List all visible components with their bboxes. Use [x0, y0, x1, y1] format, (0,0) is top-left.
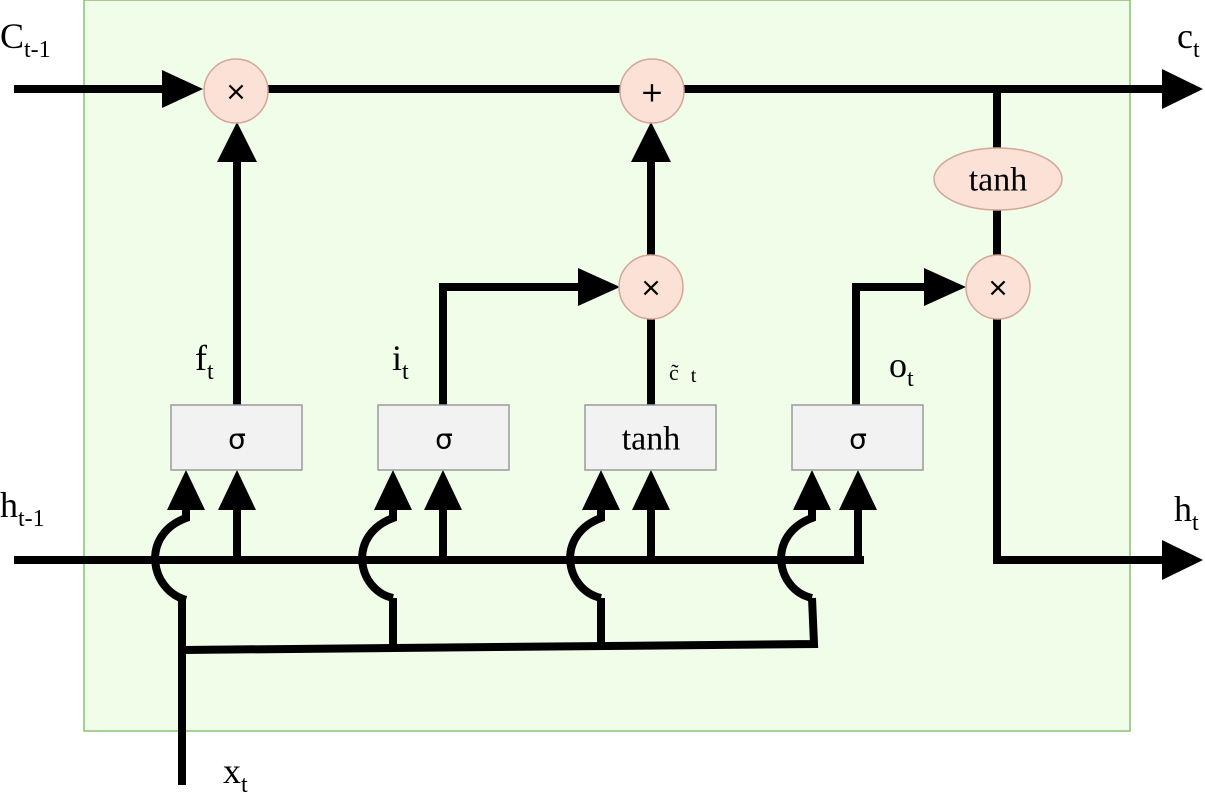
cell-tanh-label: tanh [969, 162, 1028, 199]
arrowheads [162, 69, 1203, 580]
arrowhead-x-output [793, 470, 831, 510]
arrowhead-x-candidate [582, 470, 620, 510]
h-prev-label: ht-1 [0, 485, 45, 532]
arrowhead-into-forget-mult [162, 70, 203, 108]
c-tilde-label: c̃ t [669, 360, 697, 387]
c-tilde-label-sub: t [691, 365, 697, 387]
c-prev-label: Ct-1 [0, 16, 51, 63]
input-gate-out-wire [439, 283, 581, 405]
output-mult-symbol: × [987, 273, 1009, 303]
h-out-label: ht [1174, 489, 1199, 536]
output-gate-out-wire [852, 283, 926, 405]
arrowhead-c-out [1162, 69, 1203, 109]
x-hop-candidate [566, 508, 605, 602]
input-mult-symbol: × [640, 273, 662, 303]
c-tilde-label-main: c̃ [669, 360, 679, 385]
forget-mult-node: × [203, 58, 269, 124]
arrowhead-h-candidate [632, 470, 670, 510]
c-prev-label-sub: t-1 [24, 37, 51, 63]
input-gate-symbol: σ [435, 423, 453, 456]
x-in-label-main: x [223, 751, 241, 791]
cell-panel [83, 0, 1131, 732]
candidate-gate-label: tanh [622, 421, 681, 458]
x-hop-forget [151, 508, 190, 604]
input-mult-node: × [618, 254, 684, 320]
forget-mult-symbol: × [225, 77, 247, 107]
x-in-label-sub: t [241, 772, 248, 794]
arrowhead-forget-to-mult [217, 122, 257, 162]
arrowhead-x-forget [167, 470, 205, 510]
c-out-label: ct [1177, 16, 1200, 63]
forget-gate-symbol: σ [228, 423, 246, 456]
o-gate-label-main: o [889, 345, 907, 385]
wires [14, 85, 1164, 785]
h-out-wire [993, 317, 1164, 564]
f-gate-label-main: f [195, 338, 207, 378]
arrowhead-x-input [374, 470, 412, 510]
i-gate-label-sub: t [402, 359, 409, 385]
output-mult-node: × [965, 254, 1031, 320]
f-gate-label-sub: t [207, 359, 214, 385]
o-gate-label: ot [889, 345, 914, 392]
cell-tanh-node: tanh [933, 147, 1063, 211]
arrowhead-input-to-mult [578, 268, 620, 306]
forget-gate-box: σ [170, 404, 303, 471]
output-gate-symbol: σ [849, 423, 867, 456]
candidate-gate-box: tanh [584, 404, 717, 471]
h-prev-label-sub: t-1 [18, 506, 45, 532]
i-gate-label-main: i [392, 338, 402, 378]
x-hop-output [777, 508, 816, 602]
arrowhead-mult-to-add [631, 122, 671, 162]
c-prev-label-main: C [0, 16, 24, 56]
arrowhead-h-input [424, 470, 462, 510]
c-out-label-sub: t [1193, 37, 1200, 63]
i-gate-label: it [392, 338, 409, 385]
x-hop-input [358, 508, 397, 602]
x-input-wire [178, 596, 186, 785]
h-prev-label-main: h [0, 485, 18, 525]
cell-add-symbol: + [640, 76, 663, 109]
h-out-label-sub: t [1192, 510, 1199, 536]
arrowhead-h-output [839, 470, 877, 510]
f-gate-label: ft [195, 338, 214, 385]
arrowhead-output-to-mult [924, 268, 966, 306]
arrowhead-h-out [1162, 540, 1203, 580]
c-out-label-main: c [1177, 16, 1193, 56]
h-out-label-main: h [1174, 489, 1192, 529]
arrowhead-h-forget [218, 470, 256, 510]
cell-add-node: + [619, 58, 685, 124]
o-gate-label-sub: t [907, 366, 914, 392]
output-gate-box: σ [791, 404, 924, 471]
input-gate-box: σ [377, 404, 510, 471]
x-in-label: xt [223, 751, 248, 794]
